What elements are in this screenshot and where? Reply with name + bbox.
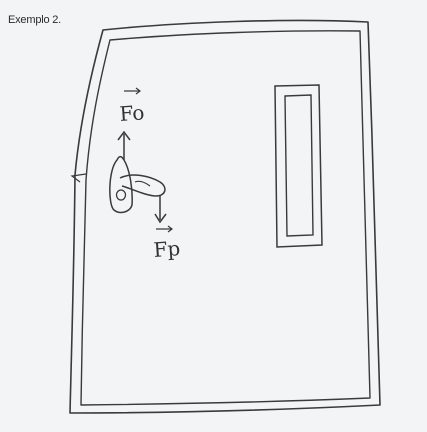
door-handle [110, 157, 132, 213]
lower-label-vector-mark [156, 226, 172, 232]
upper-label-vector-mark [124, 88, 140, 94]
lower-force-label: Fp [153, 236, 181, 262]
door-outer-outline [70, 20, 380, 413]
keyhole [117, 190, 126, 200]
window-outer [275, 85, 322, 247]
door-inner-outline [81, 31, 370, 405]
handle-lever-detail [135, 181, 150, 186]
door-hinge-mark [72, 174, 86, 182]
upper-force-label: Fo [119, 100, 145, 126]
window-inner [285, 95, 313, 236]
handle-lever [120, 175, 165, 196]
